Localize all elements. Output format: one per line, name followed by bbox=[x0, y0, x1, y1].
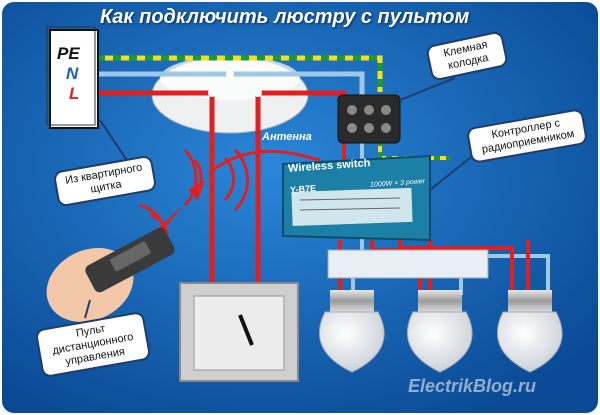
panel-label-l: L bbox=[69, 84, 80, 103]
panel-label-n: N bbox=[66, 64, 79, 83]
terminal-block bbox=[337, 94, 401, 144]
signal-arrow-icon bbox=[150, 180, 205, 240]
led-bulb bbox=[496, 290, 563, 373]
antenna-wire bbox=[212, 149, 321, 172]
watermark: ElectrikBlog.ru bbox=[408, 376, 537, 396]
device-model: Y-B7E bbox=[289, 183, 317, 195]
neutral-wire bbox=[97, 71, 233, 77]
remote-control bbox=[46, 227, 175, 322]
led-bulb bbox=[318, 290, 385, 373]
page-title: Как подключить люстру с пультом bbox=[100, 6, 470, 28]
panel-box bbox=[49, 29, 99, 129]
antenna-label: Антенна bbox=[262, 131, 312, 143]
led-bulb bbox=[406, 290, 473, 373]
panel-label-pe: PE bbox=[57, 44, 80, 63]
chandelier-panel bbox=[327, 249, 489, 279]
